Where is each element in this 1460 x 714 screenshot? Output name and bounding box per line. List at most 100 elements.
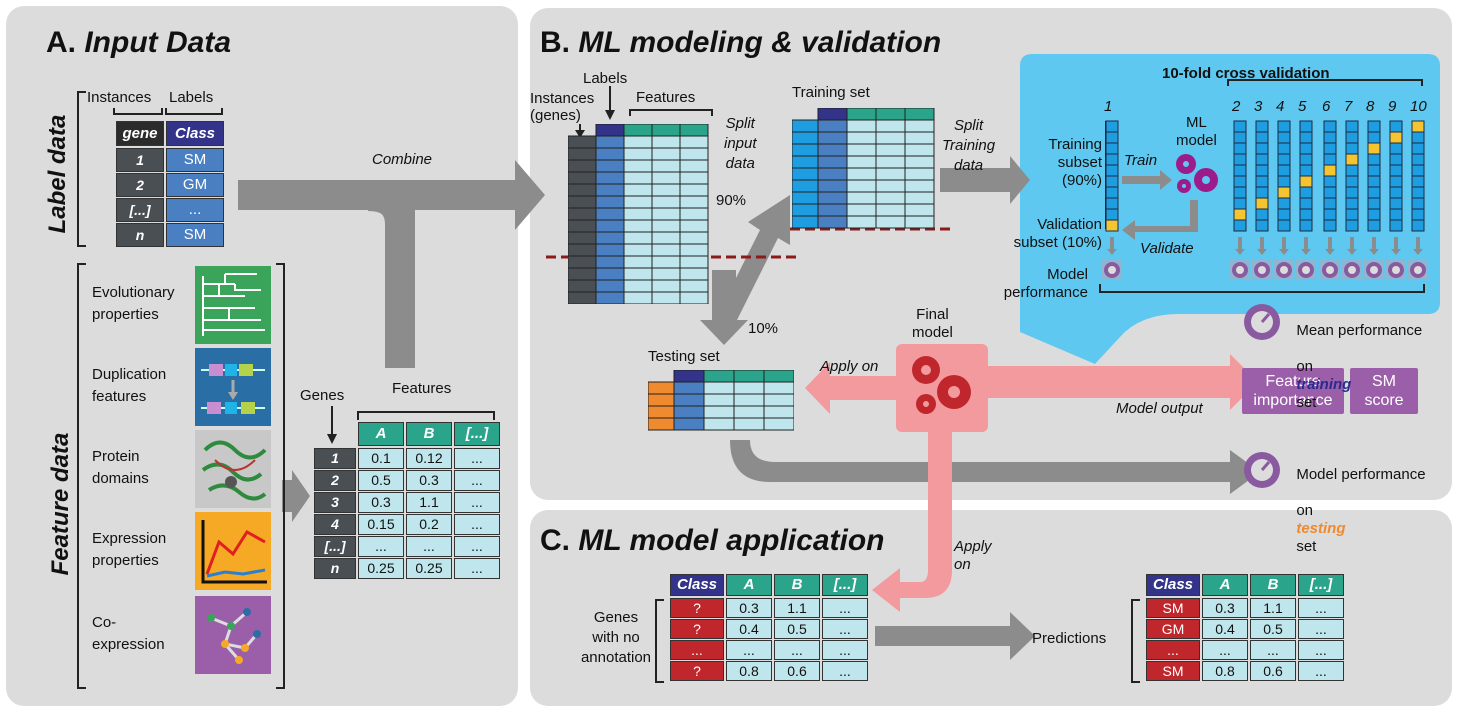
feature-cell: ... [454,492,500,513]
cv-fold-arrow [1257,237,1267,255]
training-set-matrix [792,108,935,229]
coexpression-network-icon [195,596,271,674]
cv-fold-arrow [1235,237,1245,255]
training-subset-label: Training subset (90%) [1048,136,1102,189]
cv-fold-arrow [1301,237,1311,255]
c-class-cell: ? [670,619,724,639]
fold-number: 8 [1366,98,1375,115]
c-value-cell: 0.6 [1250,661,1296,681]
mean-perf-text-4: set [1296,394,1317,411]
c-class-cell: ... [1146,640,1200,660]
c-value-cell: 0.3 [726,598,772,618]
c-value-cell: ... [822,598,868,618]
feature-header-cell: [...] [454,422,500,446]
feature-importance-box: Feature importance [1242,368,1344,414]
matrix-cell [904,215,935,229]
mean-perf-text-2: on [1296,358,1314,375]
ml-model-gears-icon [1176,154,1218,193]
label-header-class: Class [166,121,224,146]
test-perf-text-3: testing [1296,520,1346,537]
panel-b-name: ML modeling & validation [578,26,942,59]
protein-structure-icon [195,430,271,508]
cv-fold-arrow [1107,237,1117,255]
c-value-cell: 1.1 [1250,598,1296,618]
cv-fold-gauge-icon [1102,260,1122,280]
fold-number: 7 [1344,98,1353,115]
combine-arrow-stem [385,210,415,368]
feature-row-gene: 2 [314,470,356,491]
feature-cell: 0.25 [358,558,404,579]
feature-cell: 0.3 [406,470,452,491]
c-value-cell: ... [822,640,868,660]
combine-label: Combine [372,151,433,168]
cv-fold-gauge-icon [1320,260,1340,280]
cv-fold-arrow [1347,237,1357,255]
label-row-class: SM [166,223,224,247]
c-value-cell: 0.4 [726,619,772,639]
model-output-label: Model output [1116,400,1203,417]
input-data-matrix [568,124,709,304]
c-value-cell: ... [1298,661,1344,681]
feature-cell: 0.1 [358,448,404,469]
train-label: Train [1124,152,1158,169]
label-row-class: SM [166,148,224,172]
fold-number: 6 [1322,98,1331,115]
testing-set-label: Testing set [648,348,720,365]
cv-fold-gauge-icon [1386,260,1406,280]
pct-10-label: 10% [748,320,779,337]
c-header-cell: A [726,574,772,596]
panel-a-title: A. Input Data [46,26,231,60]
expression-chart-icon [195,512,271,590]
brackets-a [77,91,495,689]
cv-fold-cell [1233,219,1247,232]
c-value-cell: 0.5 [774,619,820,639]
feature-cell: ... [454,514,500,535]
cv-fold-cell [1255,219,1269,232]
c-value-cell: 0.3 [1202,598,1248,618]
cv-fold-gauge-icon [1274,260,1294,280]
panel-a-letter: A. [46,26,76,59]
test-perf-text-4: set [1296,538,1317,555]
matrix-cell [679,291,709,304]
cv-fold-cell [1345,219,1359,232]
panel-c-title: C. ML model application [540,524,884,558]
test-perf-text-2: on [1296,502,1314,519]
feature-row-gene: 4 [314,514,356,535]
c-value-cell: ... [822,619,868,639]
cv-fold-cell [1323,219,1337,232]
c-class-cell: ... [670,640,724,660]
feature-cell: 0.5 [358,470,404,491]
cv-fold-gauge-icon [1408,260,1428,280]
cv-fold-gauge-icon [1364,260,1384,280]
matrix-cell [763,417,794,431]
panel-c-name: ML model application [578,524,885,557]
c-value-cell: ... [822,661,868,681]
c-value-cell: ... [1202,640,1248,660]
feature-cell: ... [454,558,500,579]
feature-cell: ... [454,448,500,469]
cv-fold-bars [1102,120,1428,280]
c-value-cell: 0.5 [1250,619,1296,639]
c-header-cell: [...] [1298,574,1344,596]
c-header-cell: B [1250,574,1296,596]
c-value-cell: 0.4 [1202,619,1248,639]
apply-on-c-label: Apply on [954,538,992,573]
mean-perf-text-3: training [1296,376,1352,393]
cv-fold-arrow [1391,237,1401,255]
split-training-label: Split Training data [942,117,996,174]
c-class-cell: ? [670,598,724,618]
panel-b-letter: B. [540,26,570,59]
features-label-a: Features [392,380,452,397]
label-row-class: GM [166,173,224,197]
feature-cell: 0.15 [358,514,404,535]
feature-row-gene: 1 [314,448,356,469]
c-value-cell: ... [774,640,820,660]
ml-model-label: ML model [1176,114,1217,149]
cv-fold-gauge-icon [1342,260,1362,280]
testing-set-matrix [648,370,794,431]
split-input-label: Split input data [724,115,757,172]
genes-no-annotation-label: Genes with no annotation [580,609,652,666]
mean-performance-gauge-icon [1244,304,1280,340]
feature-cell: 0.3 [358,492,404,513]
c-value-cell: 1.1 [774,598,820,618]
